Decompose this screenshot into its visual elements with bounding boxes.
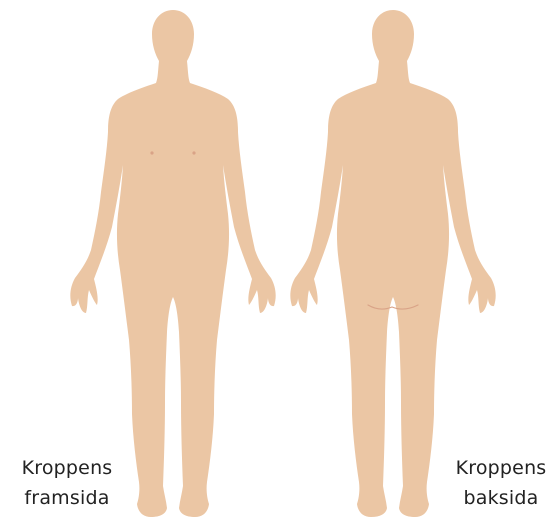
right-nipple-mark: [192, 151, 195, 154]
back-caption: Kroppens baksida: [440, 453, 559, 513]
back-body-figure: [290, 10, 495, 517]
front-caption: Kroppens framsida: [6, 453, 128, 513]
front-caption-line2: framsida: [6, 483, 128, 513]
front-silhouette: [70, 10, 275, 517]
front-caption-line1: Kroppens: [6, 453, 128, 483]
back-caption-line2: baksida: [440, 483, 559, 513]
left-nipple-mark: [150, 151, 153, 154]
front-body-figure: [70, 10, 275, 517]
back-caption-line1: Kroppens: [440, 453, 559, 483]
back-silhouette: [290, 10, 495, 517]
